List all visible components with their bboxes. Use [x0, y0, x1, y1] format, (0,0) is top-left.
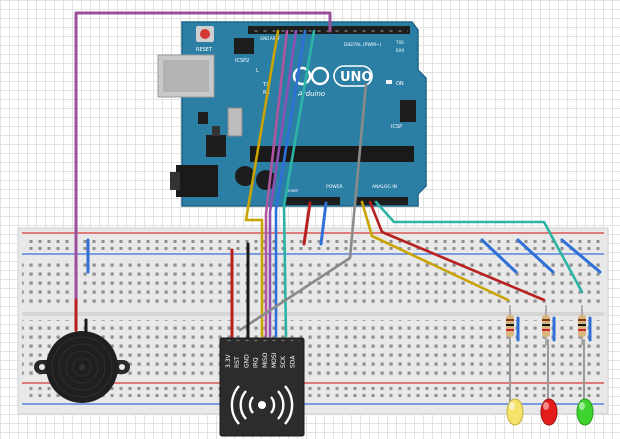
led-yellow: [506, 398, 524, 426]
arduino-logo: UNO Arduino: [292, 65, 373, 98]
icsp2-label: ICSP2: [235, 58, 249, 64]
wire-buzzer-signal[interactable]: [74, 11, 332, 302]
reset-label: RESET: [196, 47, 213, 53]
buzzer-mount-hole-right: [119, 364, 125, 370]
jumper-ground-2[interactable]: [516, 238, 555, 274]
wire-rst-yellow[interactable]: [244, 29, 280, 338]
logo-left-ring: [292, 66, 312, 86]
rfid-pin-label: IRQ: [253, 357, 260, 368]
top-power-rail-holes: [24, 236, 604, 250]
rfid-pin-label: SCK: [280, 355, 287, 368]
icsp-header: [400, 100, 416, 122]
analog-header: [356, 197, 408, 205]
wire-led-yellow[interactable]: [360, 200, 510, 302]
icsp2-header: [234, 38, 254, 54]
rfid-pin-header: [224, 340, 300, 344]
resistors: [506, 305, 586, 345]
analog-label: ANALOG IN: [372, 184, 397, 190]
wire-mosi-purple[interactable]: [268, 29, 298, 338]
logo-right-ring: [310, 66, 330, 86]
icsp-label: ICSP: [391, 124, 402, 130]
dc-power-jack: [176, 165, 218, 197]
reset-button-cap: [200, 29, 210, 39]
power-label: POWER: [326, 184, 343, 190]
rfid-pin-label: MOSI: [271, 352, 278, 368]
on-led: [386, 80, 392, 84]
resistor-2: [542, 305, 550, 345]
rfid-pin-label: SDA: [289, 355, 296, 368]
l-led-label: L: [256, 68, 259, 74]
rfid-pin-label: RST: [234, 356, 241, 368]
led-red: [540, 398, 558, 426]
piezo-buzzer-icon: [34, 331, 130, 403]
rfid-pin-label: GND: [243, 354, 250, 368]
center-channel: [22, 312, 604, 316]
bottom-power-rail-holes: [24, 386, 604, 400]
nfc-wireless-icon: [230, 385, 294, 425]
power-header: [284, 197, 340, 205]
leds: [506, 398, 594, 426]
digital-label: DIGITAL (PWM~): [344, 42, 382, 48]
wires: [74, 11, 602, 411]
wire-led-green[interactable]: [374, 200, 584, 294]
gnd-label: GND: [260, 36, 269, 41]
resistor-1: [506, 305, 514, 345]
tx0-label: TX0: [395, 40, 404, 45]
capacitor-left: [235, 166, 255, 186]
on-label: ON: [396, 81, 404, 87]
capacitor-smd: [198, 112, 208, 124]
uno-text: UNO: [340, 70, 373, 85]
wire-sda-teal[interactable]: [282, 29, 316, 338]
wire-sck-blue[interactable]: [274, 29, 307, 338]
rfid-pin-label: MISO: [262, 352, 269, 368]
jumper-ground-1[interactable]: [480, 238, 518, 274]
tx-label: TX: [262, 82, 270, 88]
rfid-pin-label: 3.3V: [225, 353, 232, 368]
rx0-label: RX0: [396, 48, 405, 53]
buzzer-mount-hole-left: [39, 364, 45, 370]
wire-led-red[interactable]: [368, 200, 546, 302]
uno-badge: [333, 65, 373, 87]
crystal-oscillator: [227, 107, 243, 137]
ioref-label: IOREF: [288, 189, 298, 193]
led-green: [576, 398, 594, 426]
wire-gnd-gray[interactable]: [238, 82, 368, 332]
jumper-ground-3[interactable]: [560, 238, 602, 274]
arduino-uno-board: RESET ICSP2 DIGITAL (PWM~) AREF GND TX0 …: [157, 21, 427, 207]
wire-gnd-blue[interactable]: [319, 201, 328, 246]
wire-5v-red[interactable]: [302, 201, 312, 246]
brand-text: Arduino: [297, 90, 325, 98]
wire-miso-magenta[interactable]: [264, 29, 289, 338]
resistor-3: [578, 305, 586, 345]
voltage-regulator: [206, 135, 226, 157]
